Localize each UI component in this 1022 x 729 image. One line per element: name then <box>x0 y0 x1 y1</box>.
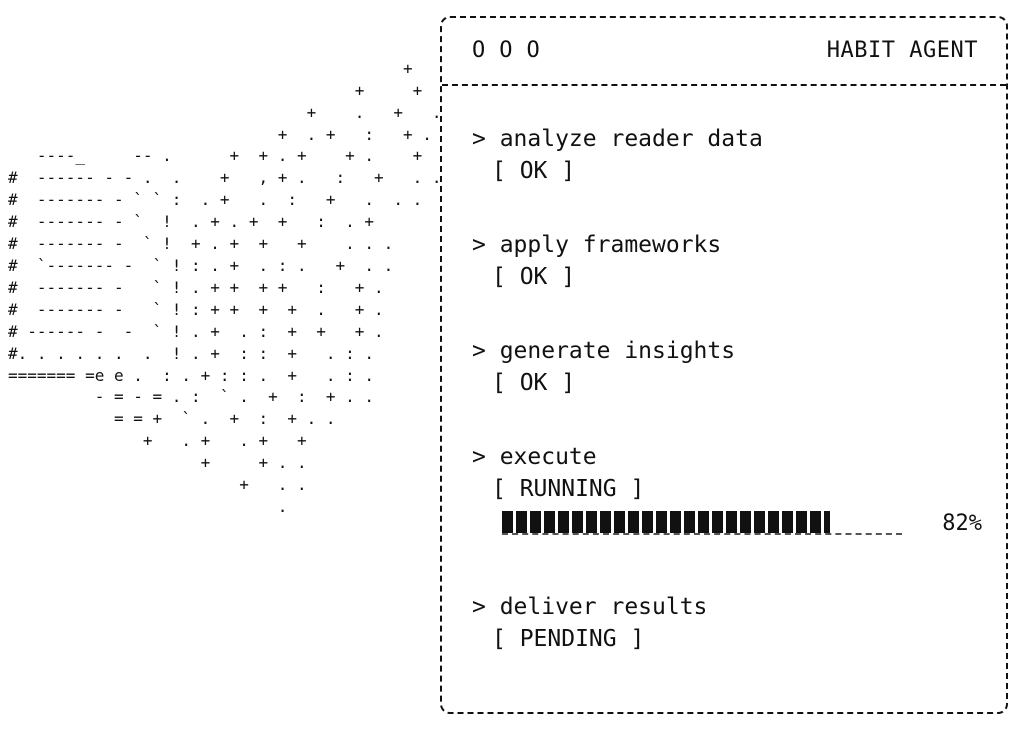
step-item: > execute [ RUNNING ] 82% <box>472 442 982 592</box>
window-control-dot[interactable]: O <box>499 38 513 63</box>
step-command: > deliver results <box>472 594 708 620</box>
step-status: [ OK ] <box>492 370 576 396</box>
step-status: [ OK ] <box>492 158 576 184</box>
step-command: > execute <box>472 444 597 470</box>
progress-bar-fill <box>502 511 830 533</box>
step-item: > analyze reader data [ OK ] <box>472 124 982 230</box>
step-item: > apply frameworks [ OK ] <box>472 230 982 336</box>
ascii-art-decoration: . . + + . . + + + + . + . + <box>8 14 438 719</box>
progress-percent: 82% <box>942 510 982 536</box>
window-controls: O O O <box>472 38 540 63</box>
step-status: [ PENDING ] <box>492 626 645 652</box>
step-command: > analyze reader data <box>472 126 763 152</box>
step-item: > generate insights [ OK ] <box>472 336 982 442</box>
step-status: [ OK ] <box>492 264 576 290</box>
progress-row: 82% <box>502 506 982 540</box>
ascii-art: . . + + . . + + + + . + . + <box>8 58 438 516</box>
window-control-dot[interactable]: O <box>472 38 486 63</box>
title-bar: O O O HABIT AGENT <box>442 18 1006 86</box>
terminal-window: O O O HABIT AGENT > analyze reader data … <box>440 16 1008 714</box>
window-title: HABIT AGENT <box>826 38 978 63</box>
step-item: > deliver results [ PENDING ] <box>472 592 982 698</box>
step-status: [ RUNNING ] <box>492 476 645 502</box>
step-list: > analyze reader data [ OK ] > apply fra… <box>472 124 982 698</box>
step-command: > generate insights <box>472 338 736 364</box>
progress-bar <box>502 511 902 535</box>
window-control-dot[interactable]: O <box>526 38 540 63</box>
step-command: > apply frameworks <box>472 232 722 258</box>
